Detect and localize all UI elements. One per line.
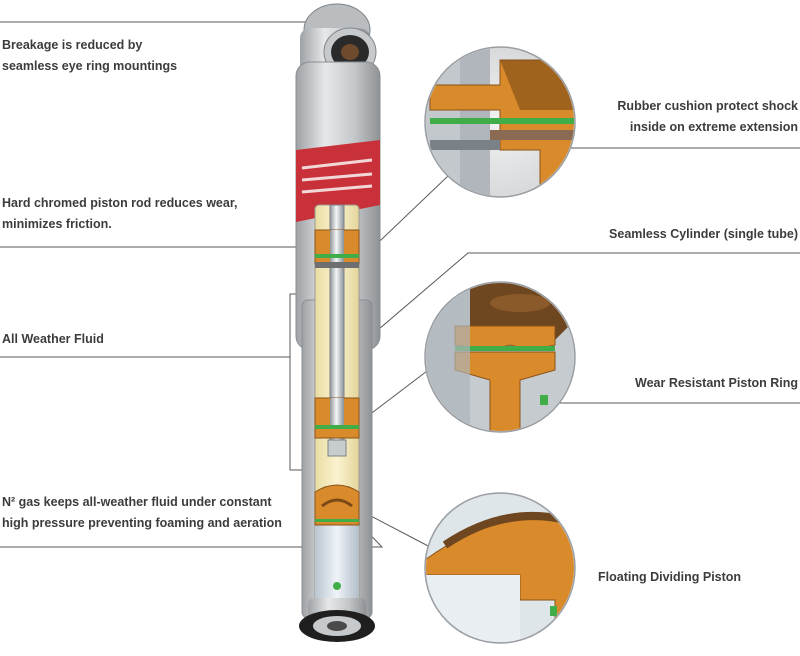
label-rubber-line1: Rubber cushion protect shock <box>617 99 798 113</box>
shock-absorber <box>295 3 381 642</box>
leader-cylinder <box>371 252 800 336</box>
label-eye-ring: Breakage is reduced by seamless eye ring… <box>2 35 177 77</box>
label-eye-ring-line1: Breakage is reduced by <box>2 38 143 52</box>
label-rubber-line2: inside on extreme extension <box>629 120 798 134</box>
label-piston-ring-text: Wear Resistant Piston Ring <box>635 376 798 390</box>
label-dividing-piston-text: Floating Dividing Piston <box>598 570 742 584</box>
label-fluid-text: All Weather Fluid <box>2 332 104 346</box>
label-gas-line1: N² gas keeps all-weather fluid under con… <box>2 495 272 509</box>
gas-chamber <box>315 520 359 605</box>
label-rubber-cushion: Rubber cushion protect shock inside on e… <box>617 96 798 138</box>
label-dividing-piston: Floating Dividing Piston <box>598 567 741 588</box>
piston-ring-detail <box>424 281 576 433</box>
label-cylinder-text: Seamless Cylinder (single tube) <box>609 227 798 241</box>
dividing-piston-detail <box>424 492 576 644</box>
label-piston-rod: Hard chromed piston rod reduces wear, mi… <box>2 193 237 235</box>
label-gas: N² gas keeps all-weather fluid under con… <box>2 492 282 534</box>
label-cylinder: Seamless Cylinder (single tube) <box>609 224 798 245</box>
label-eye-ring-line2: seamless eye ring mountings <box>2 59 178 73</box>
label-piston-ring: Wear Resistant Piston Ring <box>635 373 798 394</box>
label-piston-rod-line2: minimizes friction. <box>2 217 112 231</box>
label-gas-line2: high pressure preventing foaming and aer… <box>2 516 282 530</box>
label-piston-rod-line1: Hard chromed piston rod reduces wear, <box>2 196 238 210</box>
label-fluid: All Weather Fluid <box>2 329 104 350</box>
rubber-cushion-detail <box>424 46 576 198</box>
